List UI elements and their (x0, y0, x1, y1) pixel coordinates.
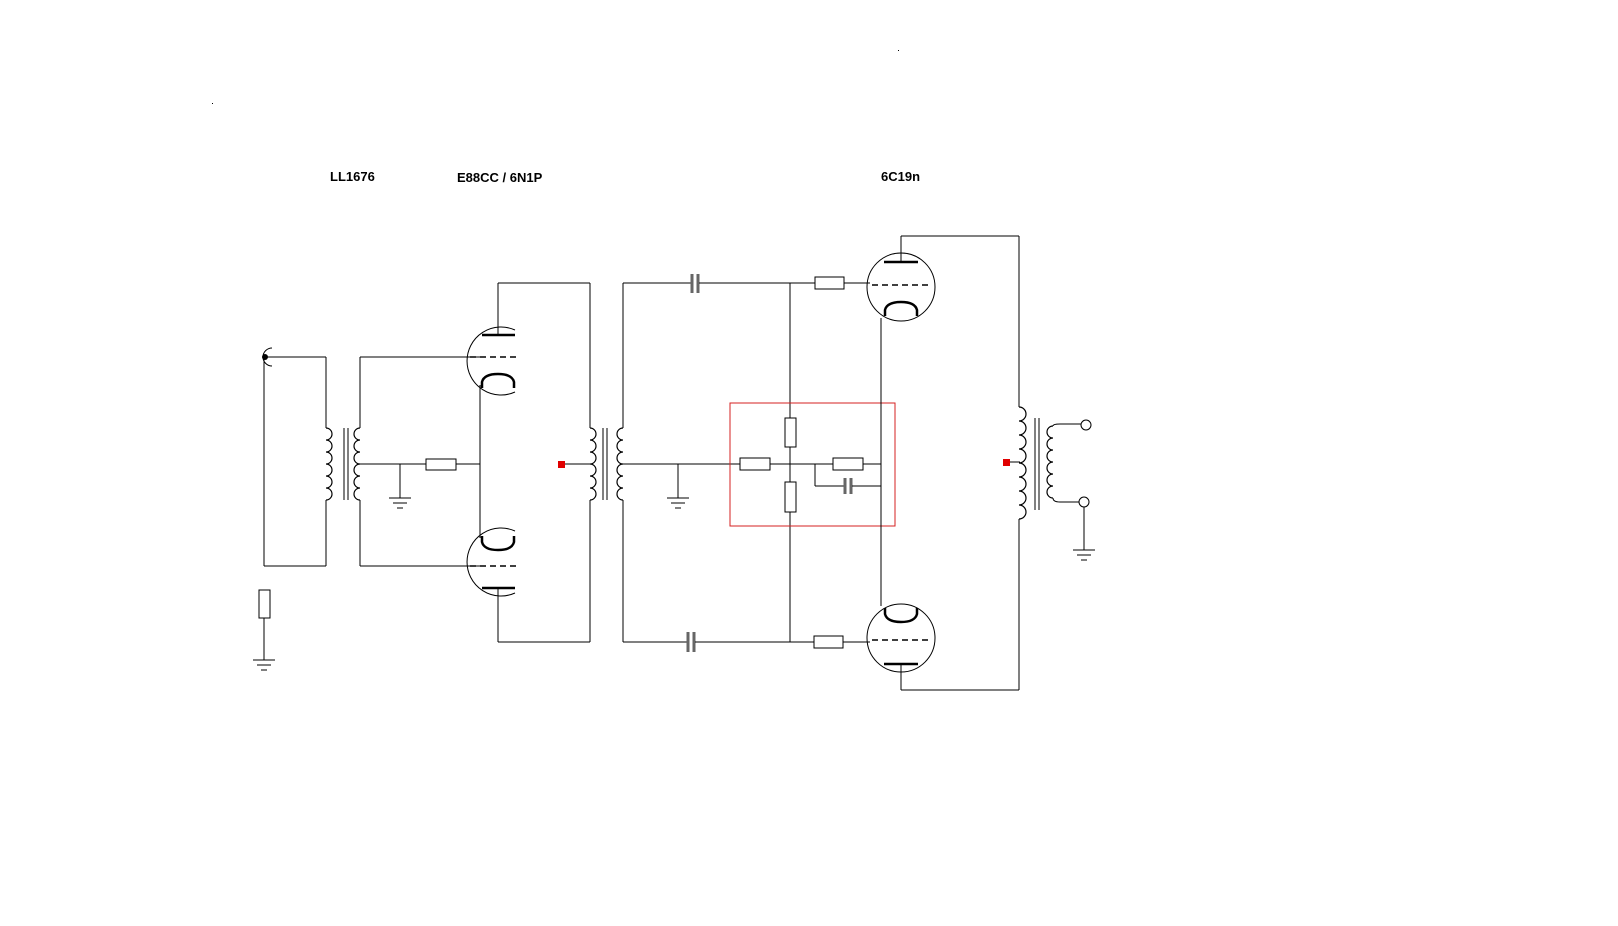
resistor (425, 458, 457, 471)
output-terminal (1078, 496, 1090, 508)
ground-symbol (667, 497, 689, 509)
output-tube-bottom (866, 603, 936, 690)
ground-symbol (1073, 549, 1095, 561)
ground-symbol (253, 659, 275, 671)
capacitor (690, 274, 700, 293)
driver-tube-bottom (466, 527, 518, 642)
output-tube-top (866, 236, 936, 322)
resistor (814, 276, 845, 290)
resistor (813, 635, 844, 649)
wire (1052, 497, 1081, 503)
capacitor (843, 478, 853, 494)
driver-tube-top (466, 283, 518, 396)
resistor (832, 457, 864, 471)
label-output-tube: 6C19n (881, 169, 921, 184)
label-input-transformer: LL1676 (330, 169, 375, 184)
stray-dot (898, 50, 899, 51)
capacitor (686, 632, 696, 652)
wire (1052, 423, 1081, 427)
output-transformer (1018, 406, 1054, 520)
supply-marker (1003, 459, 1010, 466)
resistor (784, 417, 797, 448)
label-driver-tube: E88CC / 6N1P (457, 170, 543, 185)
interstage-transformer (589, 427, 624, 501)
resistor (784, 481, 797, 513)
resistor (739, 457, 771, 471)
resistor (258, 589, 271, 619)
supply-marker (558, 461, 565, 468)
output-terminal (1080, 419, 1092, 431)
ground-symbol (389, 497, 411, 509)
highlight-box (729, 402, 896, 527)
input-transformer (325, 427, 361, 501)
stray-dot (212, 103, 213, 104)
input-jack (262, 347, 326, 367)
